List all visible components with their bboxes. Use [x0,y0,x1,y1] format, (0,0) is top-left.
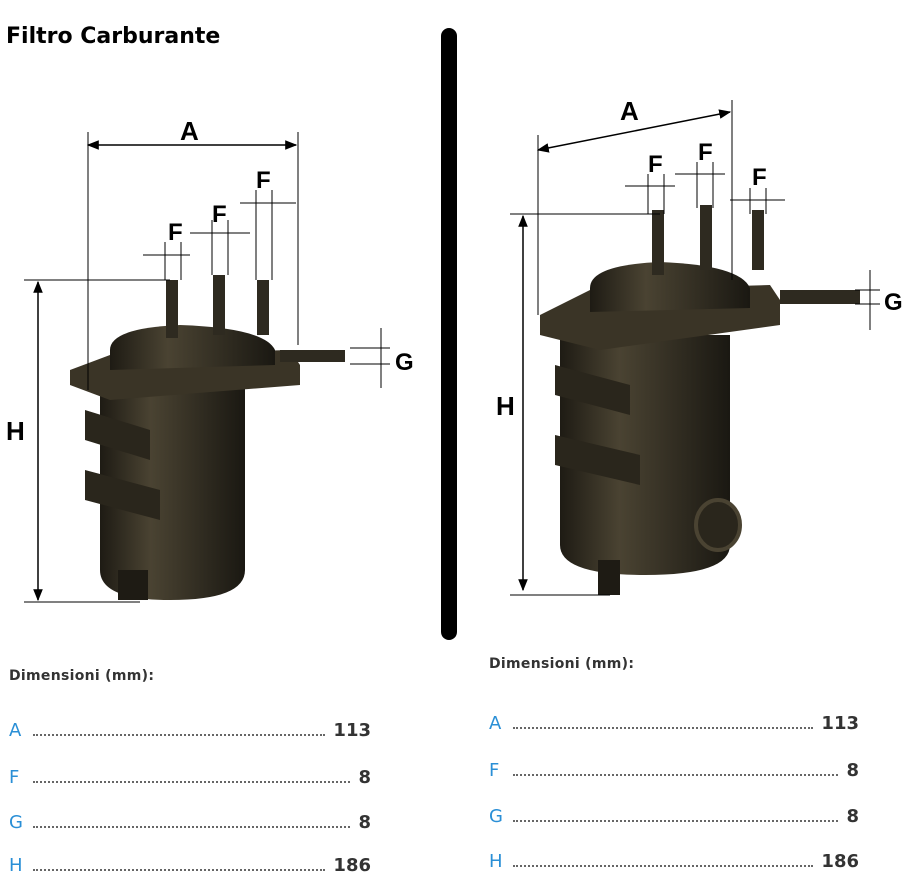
dimension-value: 8 [358,812,371,833]
dimension-row-h: H 186 [9,855,371,876]
dots-leader [33,869,326,871]
dots-leader [33,826,351,828]
dots-leader [33,734,326,736]
dimension-g-label: G [395,349,414,376]
dimension-value: 8 [846,806,859,827]
dimension-h-label: H [496,391,515,421]
dimension-letter: H [9,855,23,876]
dimension-value: 8 [358,767,371,788]
dimension-a-label: A [620,96,639,126]
dimension-letter: H [489,851,503,872]
dots-leader [513,727,814,729]
page-title: Filtro Carburante [6,24,221,49]
dimension-letter: F [489,760,500,781]
filter-diagram-left: A H F F F G [6,116,414,603]
dimension-f-label-3: F [752,164,767,191]
dimension-a-label: A [180,116,199,146]
dimension-value: 186 [333,855,371,876]
dimension-letter: G [9,812,23,833]
dimension-row-a: A 113 [9,720,371,741]
dimension-row-f: F 8 [9,767,371,788]
dimension-letter: F [9,767,20,788]
dimension-f-label-2: F [212,201,227,228]
dimension-row-h: H 186 [489,851,859,872]
dimension-letter: A [489,713,502,734]
dimension-f-label-1: F [168,219,183,246]
dots-leader [33,781,351,783]
dimensions-heading-right: Dimensioni (mm): [489,656,635,672]
filter-diagram-right: A H F F F G [496,96,903,596]
dimension-value: 113 [821,713,859,734]
dimension-row-a: A 113 [489,713,859,734]
dimension-row-g: G 8 [489,806,859,827]
vertical-divider [441,28,457,640]
dimension-letter: A [9,720,22,741]
dimension-h-label: H [6,416,25,446]
dimension-row-f: F 8 [489,760,859,781]
dots-leader [513,774,839,776]
dimension-f-label-3: F [256,167,271,194]
dimension-value: 186 [821,851,859,872]
dots-leader [513,820,839,822]
dots-leader [513,865,814,867]
dimension-f-label-1: F [648,151,663,178]
dimensions-heading-left: Dimensioni (mm): [9,668,155,684]
filter-body [540,205,860,595]
dimension-row-g: G 8 [9,812,371,833]
filter-body [70,275,345,600]
dimension-value: 113 [333,720,371,741]
dimension-g-label: G [884,289,903,316]
dimension-letter: G [489,806,503,827]
dimension-value: 8 [846,760,859,781]
dimension-f-label-2: F [698,139,713,166]
